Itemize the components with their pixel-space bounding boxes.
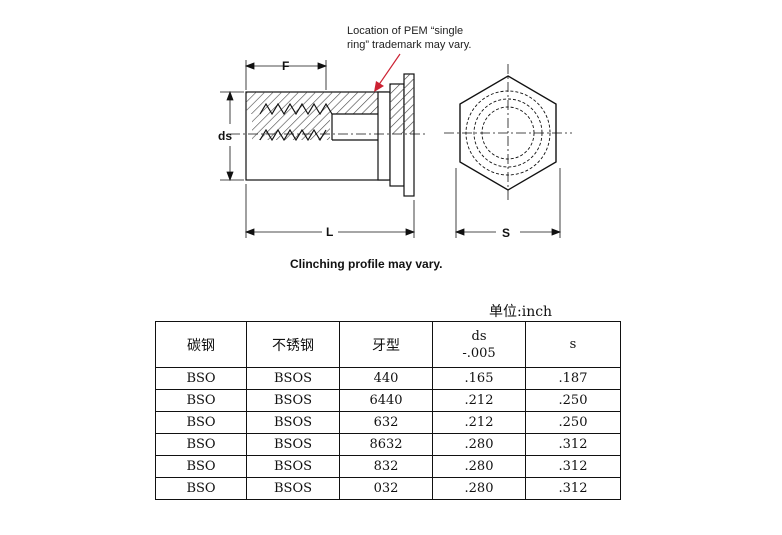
trademark-note-line2: ring” trademark may vary. bbox=[347, 39, 472, 51]
header-thread-type: 牙型 bbox=[339, 321, 433, 368]
cell-carbon: BSO bbox=[155, 389, 247, 412]
dimension-f-label: F bbox=[282, 59, 289, 73]
trademark-arrow bbox=[374, 53, 401, 92]
cell-stainless: BSOS bbox=[246, 367, 340, 390]
cell-stainless: BSOS bbox=[246, 411, 340, 434]
cell-ds: .165 bbox=[432, 367, 526, 390]
table-row: BSO BSOS 832 .280 .312 bbox=[155, 455, 621, 478]
header-ds-label: ds bbox=[471, 328, 487, 344]
header-ds-tolerance: -.005 bbox=[462, 345, 496, 361]
cell-s: .187 bbox=[525, 367, 621, 390]
cell-stainless: BSOS bbox=[246, 389, 340, 412]
unit-label: 单位:inch bbox=[489, 304, 553, 320]
dimension-f bbox=[244, 60, 328, 90]
technical-drawing: F ds L Location of PEM “single ring” tra… bbox=[218, 25, 572, 271]
cell-thread: 8632 bbox=[339, 433, 433, 456]
header-s: s bbox=[525, 321, 621, 368]
header-ds: ds -.005 bbox=[432, 321, 526, 368]
cell-ds: .280 bbox=[432, 477, 526, 500]
dimension-s-label: S bbox=[502, 226, 510, 240]
cell-s: .250 bbox=[525, 411, 621, 434]
cell-ds: .280 bbox=[432, 455, 526, 478]
side-view bbox=[230, 73, 428, 197]
cell-thread: 632 bbox=[339, 411, 433, 434]
dimension-l-label: L bbox=[326, 225, 333, 239]
cell-carbon: BSO bbox=[155, 455, 247, 478]
cell-ds: .212 bbox=[432, 389, 526, 412]
cell-carbon: BSO bbox=[155, 433, 247, 456]
cell-s: .312 bbox=[525, 477, 621, 500]
cell-s: .250 bbox=[525, 389, 621, 412]
cell-ds: .280 bbox=[432, 433, 526, 456]
table-row: BSO BSOS 8632 .280 .312 bbox=[155, 433, 621, 456]
end-view-hexagon bbox=[444, 64, 572, 202]
cell-stainless: BSOS bbox=[246, 455, 340, 478]
table-header-row: 碳钢 不锈钢 牙型 ds -.005 s bbox=[155, 321, 621, 368]
cell-thread: 440 bbox=[339, 367, 433, 390]
cell-thread: 832 bbox=[339, 455, 433, 478]
cell-carbon: BSO bbox=[155, 411, 247, 434]
cell-carbon: BSO bbox=[155, 367, 247, 390]
cell-s: .312 bbox=[525, 455, 621, 478]
header-stainless-steel: 不锈钢 bbox=[246, 321, 340, 368]
spec-table: 碳钢 不锈钢 牙型 ds -.005 s BSO BSOS 440 .165 .… bbox=[155, 321, 621, 500]
dimension-s bbox=[454, 168, 562, 238]
cell-ds: .212 bbox=[432, 411, 526, 434]
table-row: BSO BSOS 032 .280 .312 bbox=[155, 477, 621, 500]
cell-thread: 6440 bbox=[339, 389, 433, 412]
trademark-note-line1: Location of PEM “single bbox=[347, 25, 463, 37]
cell-stainless: BSOS bbox=[246, 433, 340, 456]
table-row: BSO BSOS 6440 .212 .250 bbox=[155, 389, 621, 412]
cell-s: .312 bbox=[525, 433, 621, 456]
cell-thread: 032 bbox=[339, 477, 433, 500]
table-row: BSO BSOS 632 .212 .250 bbox=[155, 411, 621, 434]
drawing-caption: Clinching profile may vary. bbox=[290, 257, 442, 271]
dimension-ds bbox=[220, 90, 244, 182]
cell-carbon: BSO bbox=[155, 477, 247, 500]
cell-stainless: BSOS bbox=[246, 477, 340, 500]
table-row: BSO BSOS 440 .165 .187 bbox=[155, 367, 621, 390]
dimension-l bbox=[244, 184, 416, 238]
header-carbon-steel: 碳钢 bbox=[155, 321, 247, 368]
dimension-ds-label: ds bbox=[218, 129, 232, 143]
